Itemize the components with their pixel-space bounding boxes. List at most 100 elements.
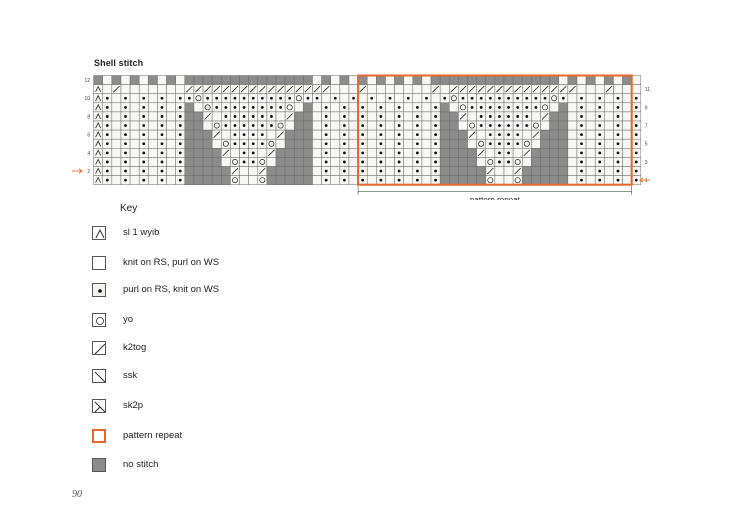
stitch-cell	[604, 120, 614, 131]
stitch-cell	[521, 129, 532, 140]
stitch-cell	[576, 93, 587, 104]
stitch-cell	[312, 148, 322, 158]
stitch-cell	[558, 93, 569, 104]
no-stitch-cell	[266, 175, 277, 185]
stitch-cell	[576, 75, 587, 85]
stitch-cell	[257, 157, 268, 167]
no-stitch-cell	[303, 120, 313, 131]
stitch-cell	[312, 175, 322, 185]
stitch-cell	[512, 120, 523, 131]
stitch-cell	[376, 166, 386, 176]
row-number-right: 3	[645, 160, 648, 166]
stitch-cell	[257, 93, 268, 104]
stitch-cell	[239, 166, 249, 176]
no-stitch-cell	[284, 166, 295, 176]
stitch-cell	[540, 111, 550, 122]
stitch-cell	[102, 75, 113, 85]
stitch-cell	[266, 157, 277, 167]
stitch-cell	[567, 84, 578, 94]
no-stitch-cell	[211, 157, 222, 167]
no-stitch-cell	[531, 166, 541, 176]
row-number-left: 4	[87, 151, 90, 157]
stitch-cell	[394, 157, 404, 167]
stitch-cell	[494, 166, 505, 176]
stitch-cell	[357, 111, 368, 122]
no-stitch-cell	[202, 138, 213, 149]
no-stitch-cell	[549, 111, 559, 122]
stitch-cell	[594, 102, 605, 113]
stitch-cell	[357, 93, 368, 104]
no-stitch-cell	[221, 75, 231, 85]
no-stitch-cell	[439, 148, 450, 158]
stitch-cell	[129, 129, 140, 140]
stitch-cell	[275, 138, 286, 149]
ssk-icon	[92, 369, 106, 383]
stitch-cell	[385, 175, 395, 185]
no-stitch-cell	[193, 148, 204, 158]
stitch-cell	[467, 138, 477, 149]
stitch-cell	[567, 148, 578, 158]
stitch-cell	[348, 157, 359, 167]
stitch-cell	[366, 129, 377, 140]
stitch-cell	[567, 138, 578, 149]
no-stitch-cell	[540, 157, 550, 167]
no-stitch-cell	[284, 148, 295, 158]
stitch-cell	[357, 120, 368, 131]
stitch-cell	[257, 120, 268, 131]
stitch-cell	[248, 175, 259, 185]
stitch-cell	[376, 102, 386, 113]
stitch-cell	[412, 166, 423, 176]
stitch-cell	[366, 75, 377, 85]
stitch-cell	[366, 157, 377, 167]
row-number-left: 10	[85, 96, 91, 102]
stitch-cell	[394, 93, 404, 104]
stitch-cell	[503, 111, 514, 122]
stitch-cell	[531, 129, 541, 140]
no-stitch-cell	[549, 175, 559, 185]
stitch-cell	[266, 138, 277, 149]
stitch-cell	[321, 138, 331, 149]
no-stitch-cell	[257, 75, 268, 85]
no-stitch-cell	[184, 120, 195, 131]
stitch-cell	[366, 166, 377, 176]
stitch-cell	[394, 138, 404, 149]
stitch-cell	[166, 157, 176, 167]
stitch-cell	[129, 120, 140, 131]
stitch-cell	[512, 102, 523, 113]
no-stitch-cell	[193, 157, 204, 167]
stitch-cell	[594, 75, 605, 85]
stitch-cell	[366, 120, 377, 131]
stitch-cell	[512, 84, 523, 94]
stitch-cell	[248, 93, 259, 104]
stitch-cell	[485, 111, 496, 122]
no-stitch-cell	[284, 75, 295, 85]
stitch-cell	[494, 138, 505, 149]
stitch-cell	[521, 157, 532, 167]
stitch-cell	[394, 129, 404, 140]
no-stitch-cell	[549, 157, 559, 167]
stitch-cell	[175, 148, 186, 158]
stitch-cell	[631, 120, 642, 131]
stitch-cell	[567, 166, 578, 176]
stitch-cell	[211, 93, 222, 104]
stitch-cell	[230, 148, 240, 158]
stitch-cell	[622, 93, 632, 104]
stitch-cell	[476, 111, 487, 122]
stitch-cell	[549, 93, 559, 104]
stitch-cell	[631, 166, 642, 176]
stitch-cell	[585, 129, 596, 140]
no-stitch-cell	[293, 129, 304, 140]
no-stitch-cell	[211, 166, 222, 176]
stitch-cell	[221, 111, 231, 122]
page-number: 90	[72, 489, 82, 500]
stitch-cell	[385, 120, 395, 131]
stitch-cell	[412, 157, 423, 167]
stitch-cell	[376, 157, 386, 167]
no-stitch-cell	[394, 75, 404, 85]
stitch-cell	[339, 175, 350, 185]
no-stitch-cell	[339, 75, 350, 85]
stitch-cell	[266, 111, 277, 122]
stitch-cell	[175, 166, 186, 176]
stitch-cell	[421, 148, 432, 158]
stitch-cell	[485, 138, 496, 149]
